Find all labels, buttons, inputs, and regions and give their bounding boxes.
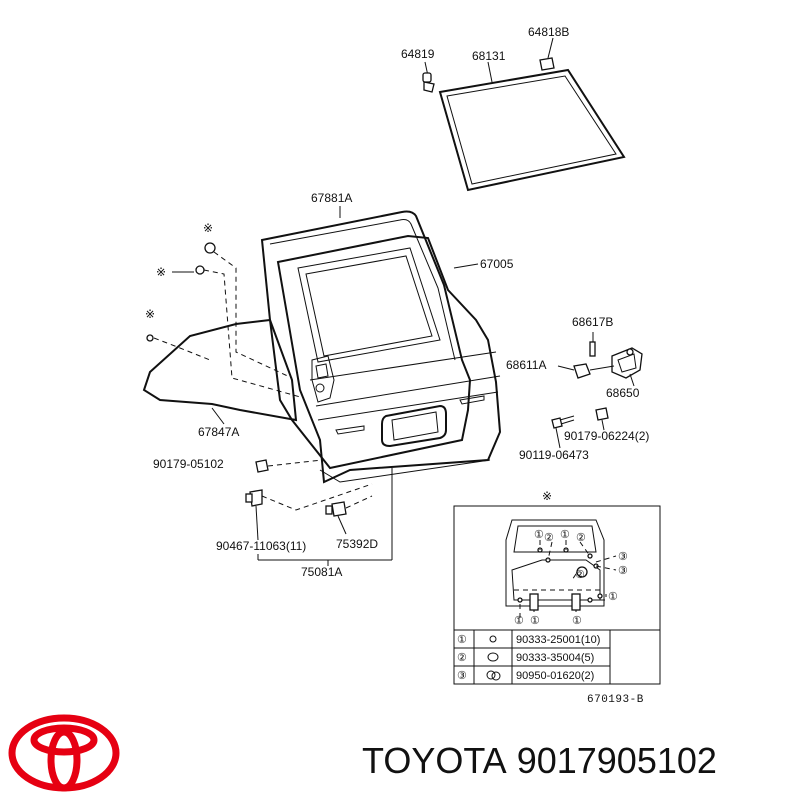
marker-three: ③ [618, 565, 628, 577]
label-68617B: 68617B [572, 315, 613, 329]
label-90119-06473: 90119-06473 [519, 448, 589, 462]
legend-marker: ① [457, 634, 467, 646]
asterisk-marker: ※ [203, 221, 213, 235]
asterisk-marker: ※ [542, 489, 552, 503]
bracket-68611A [573, 363, 615, 379]
brand-caption: TOYOTA 9017905102 [362, 740, 792, 784]
part-number: 9017905102 [516, 740, 717, 781]
label-67881A: 67881A [311, 191, 352, 205]
label-68650: 68650 [606, 386, 640, 400]
bumper-90467-11063 [245, 489, 263, 507]
asterisk-marker: ※ [156, 265, 166, 279]
legend-part: 90333-25001(10) [516, 634, 600, 646]
brand-name: TOYOTA [362, 740, 507, 781]
marker-three: ③ [618, 551, 628, 563]
label-90179-05102: 90179-05102 [153, 457, 224, 471]
nut-90179-06224 [595, 407, 609, 421]
clip-64818B [539, 37, 555, 71]
marker-two: ② [544, 532, 554, 544]
hinge-68650 [611, 347, 643, 379]
marker-two: ② [575, 569, 585, 581]
label-68131: 68131 [472, 49, 506, 63]
legend-marker: ② [457, 652, 467, 664]
label-67005: 67005 [480, 257, 514, 271]
label-68611A: 68611A [506, 358, 546, 372]
label-64819: 64819 [401, 47, 435, 61]
label-90179-06224: 90179-06224(2) [564, 429, 649, 443]
asterisk-marker: ※ [145, 307, 155, 321]
marker-one: ① [608, 591, 618, 603]
diagram-reference: 670193-B [587, 694, 644, 706]
marker-two: ② [576, 532, 586, 544]
label-75081A: 75081A [301, 565, 342, 579]
bolt-90119-06473 [551, 415, 575, 429]
marker-one: ① [530, 615, 540, 627]
clip-64819 [422, 61, 435, 93]
label-64818B: 64818B [528, 25, 569, 39]
bumper-75392D [325, 501, 347, 517]
toyota-logo [8, 714, 120, 792]
pin-68617B [589, 341, 596, 357]
legend-part: 90950-01620(2) [516, 670, 594, 682]
clip-90179-05102 [255, 459, 269, 473]
back-door-panel [260, 210, 502, 484]
legend-part: 90333-35004(5) [516, 652, 594, 664]
door-trim-67847A [142, 242, 298, 422]
marker-one: ① [514, 615, 524, 627]
label-67847A: 67847A [198, 425, 239, 439]
legend-table [453, 629, 661, 685]
marker-one: ① [534, 529, 544, 541]
label-90467-11063: 90467-11063(11) [216, 539, 306, 553]
label-75392D: 75392D [336, 537, 378, 551]
marker-one: ① [560, 529, 570, 541]
legend-marker: ③ [457, 670, 467, 682]
rear-window-glass [438, 68, 626, 192]
inset-door-sketch [505, 519, 617, 620]
marker-one: ① [572, 615, 582, 627]
